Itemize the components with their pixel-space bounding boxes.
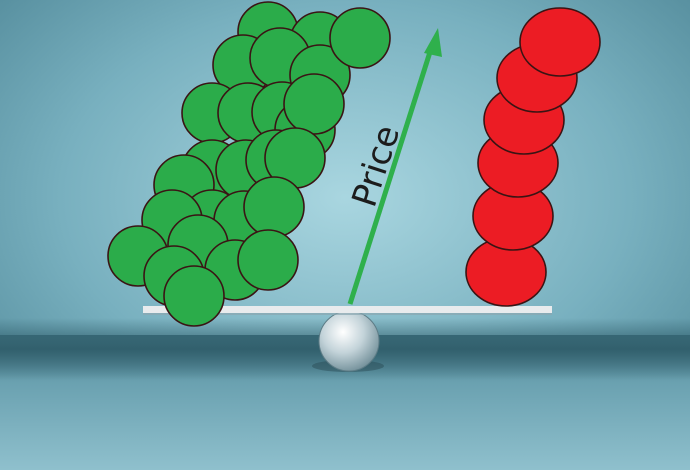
- green-ball: [283, 73, 345, 135]
- green-ball: [237, 229, 299, 291]
- green-ball: [243, 176, 305, 238]
- fulcrum-ball-icon: [318, 310, 380, 372]
- green-ball: [329, 7, 391, 69]
- red-ball: [519, 7, 601, 77]
- red-ball-stack: [465, 7, 601, 307]
- green-ball: [163, 265, 225, 327]
- up-arrow-icon: [347, 28, 442, 305]
- balance-beam: [143, 306, 552, 313]
- balance-beam-shadow: [143, 313, 552, 315]
- green-ball-stack: [107, 1, 391, 327]
